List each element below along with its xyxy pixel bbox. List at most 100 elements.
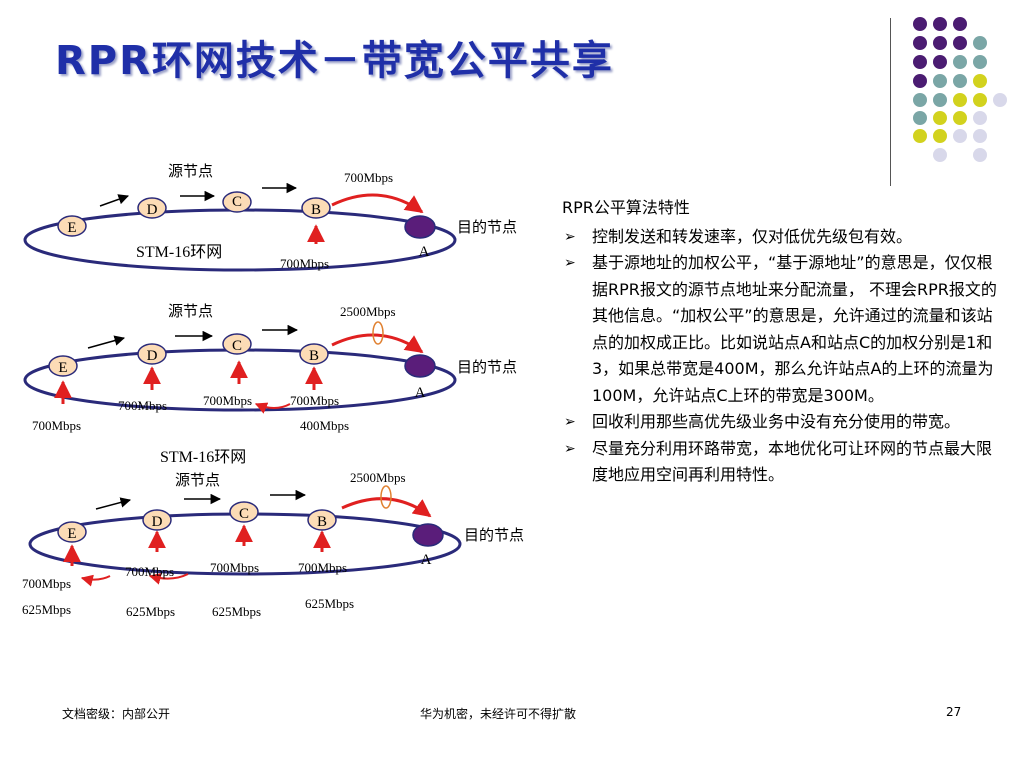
node-e-label: E [67, 526, 76, 542]
footer-classification: 文档密级：内部公开 [62, 707, 171, 721]
node-d [137, 197, 167, 219]
rate-label: 625Mbps [126, 604, 175, 619]
rate-label: 625Mbps [22, 602, 71, 617]
dest-node-label: 目的节点 [457, 218, 517, 236]
dot-row-3 [913, 55, 987, 69]
node-e [57, 521, 87, 543]
dest-node-label: 目的节点 [464, 526, 524, 544]
node-a [404, 215, 436, 239]
node-b-label: B [311, 202, 321, 218]
flow-arrow [87, 335, 126, 349]
source-node-label: 源节点 [175, 471, 220, 489]
red-back-arrow [254, 402, 291, 414]
node-c-label: C [239, 506, 249, 522]
feature-list: ➢ 控制发送和转发速率，仅对低优先级包有效。 ➢ 基于源地址的加权公平，“基于源… [562, 224, 1002, 489]
rate-label: 700Mbps [290, 393, 339, 408]
red-flow-curve [331, 193, 424, 214]
rpr-ring-diagrams: E D C B A 源节点 目的节点 STM-16环网 700Mbps 700M… [22, 162, 524, 619]
ring-1 [23, 208, 457, 272]
red-back-arrow [80, 574, 111, 587]
bottleneck-marker [380, 485, 392, 509]
node-e [57, 215, 87, 237]
fairness-text-panel: RPR公平算法特性 ➢ 控制发送和转发速率，仅对低优先级包有效。 ➢ 基于源地址… [562, 195, 1002, 489]
node-e-label: E [67, 220, 76, 236]
rate-label: 2500Mbps [350, 470, 406, 485]
rate-label: 625Mbps [305, 596, 354, 611]
dot-row-5 [913, 93, 1007, 107]
rate-label: 700Mbps [298, 560, 347, 575]
list-item: ➢ 基于源地址的加权公平，“基于源地址”的意思是，仅仅根据RPR报文的源节点地址… [562, 250, 1002, 409]
dot-row-6 [913, 111, 987, 125]
node-d [137, 343, 167, 365]
red-flow-curve [331, 333, 424, 354]
node-a-label: A [421, 552, 432, 568]
red-flow-curve [341, 497, 432, 518]
rate-label: 400Mbps [300, 418, 349, 433]
decorative-dot-grid [913, 17, 1007, 162]
footer-page-number: 27 [946, 705, 962, 719]
rate-label: 700Mbps [118, 398, 167, 413]
list-item: ➢ 回收利用那些高优先级业务中没有充分使用的带宽。 [562, 409, 1002, 436]
diagram-2: E D C B A 源节点 目的节点 2500Mbps 700Mbps 700M… [23, 302, 517, 466]
node-c [222, 333, 252, 355]
node-c [222, 191, 252, 213]
footer-confidential: 华为机密，未经许可不得扩散 [420, 707, 577, 721]
arrow-bullet-icon: ➢ [564, 440, 576, 457]
rate-label: 700Mbps [280, 256, 329, 271]
diagram-3: E D C B A 源节点 目的节点 2500Mbps 700Mbps 700M… [22, 470, 524, 619]
node-e [48, 355, 78, 377]
arrow-bullet-icon: ➢ [564, 228, 576, 245]
node-b [307, 509, 337, 531]
node-a-label: A [415, 385, 426, 401]
node-a [404, 354, 436, 378]
ring-label: STM-16环网 [136, 244, 222, 261]
dot-row-2 [913, 36, 987, 50]
dot-row-8 [933, 148, 987, 162]
page-title: RPR环网技术－带宽公平共享 [55, 38, 614, 84]
source-node-label: 源节点 [168, 162, 213, 180]
rate-label: 700Mbps [22, 576, 71, 591]
list-item-text: 基于源地址的加权公平，“基于源地址”的意思是，仅仅根据RPR报文的源节点地址来分… [592, 253, 997, 405]
ring-label: STM-16环网 [160, 449, 246, 466]
list-item-text: 控制发送和转发速率，仅对低优先级包有效。 [592, 226, 913, 246]
panel-heading: RPR公平算法特性 [562, 198, 690, 217]
rate-label: 700Mbps [210, 560, 259, 575]
node-a-label: A [419, 244, 430, 260]
node-b-label: B [317, 514, 327, 530]
list-item: ➢ 控制发送和转发速率，仅对低优先级包有效。 [562, 224, 1002, 251]
node-b [299, 343, 329, 365]
arrow-bullet-icon: ➢ [564, 255, 576, 271]
node-d-label: D [147, 348, 158, 364]
rate-label: 700Mbps [344, 170, 393, 185]
list-item-text: 回收利用那些高优先级业务中没有充分使用的带宽。 [592, 412, 961, 431]
rate-label: 2500Mbps [340, 304, 396, 319]
node-b-label: B [309, 348, 319, 364]
decorative-divider-line [890, 18, 891, 186]
red-back-arrow [148, 573, 189, 585]
arrow-bullet-icon: ➢ [564, 414, 576, 430]
flow-arrow [99, 194, 129, 207]
dest-node-label: 目的节点 [457, 358, 517, 376]
diagram-1: E D C B A 源节点 目的节点 STM-16环网 700Mbps 700M… [23, 162, 517, 272]
node-d [142, 509, 172, 531]
node-d-label: D [152, 514, 163, 530]
flow-arrow [95, 497, 132, 510]
rate-label: 700Mbps [125, 564, 174, 579]
bottleneck-marker [372, 321, 384, 345]
rate-label: 625Mbps [212, 604, 261, 619]
list-item: ➢ 尽量充分利用环路带宽，本地优化可让环网的节点最大限度地应用空间再利用特性。 [562, 436, 1002, 489]
rate-label: 700Mbps [203, 393, 252, 408]
node-c-label: C [232, 338, 242, 354]
source-node-label: 源节点 [168, 302, 213, 320]
rate-label: 700Mbps [32, 418, 81, 433]
node-a [412, 523, 444, 547]
node-d-label: D [147, 202, 158, 218]
dot-row-1 [913, 17, 967, 31]
dot-row-7 [913, 129, 987, 143]
node-e-label: E [58, 360, 67, 376]
list-item-text: 尽量充分利用环路带宽，本地优化可让环网的节点最大限度地应用空间再利用特性。 [592, 438, 993, 485]
dot-row-4 [913, 74, 987, 88]
node-c-label: C [232, 194, 242, 210]
node-c [229, 501, 259, 523]
node-b [301, 197, 331, 219]
